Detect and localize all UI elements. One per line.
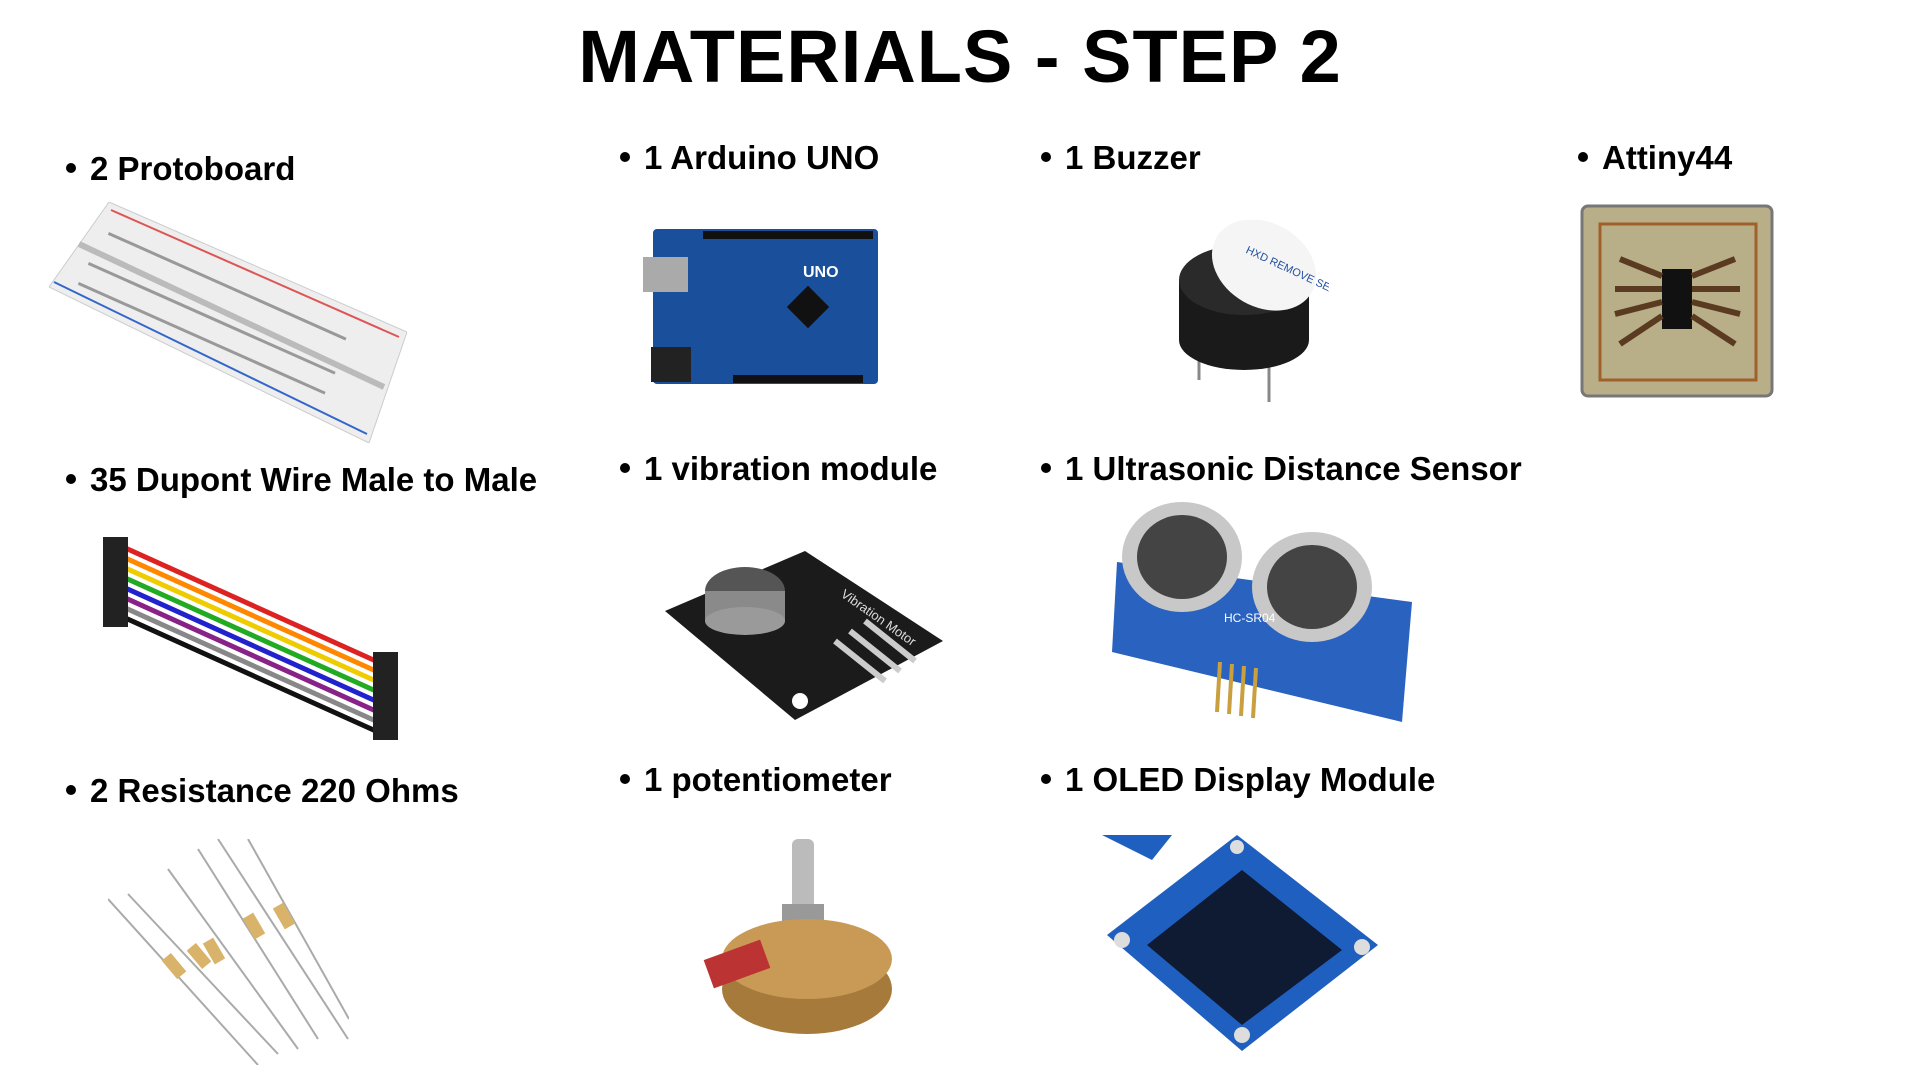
resistors-image bbox=[108, 839, 349, 1065]
bullet-icon bbox=[66, 163, 76, 174]
item-label: 1 OLED Display Module bbox=[1065, 761, 1436, 798]
arduino-label: UNO bbox=[803, 264, 839, 281]
item-oled: 1 OLED Display Module bbox=[1041, 760, 1435, 800]
bullet-icon bbox=[66, 785, 76, 796]
bullet-icon bbox=[620, 463, 630, 474]
item-resistance: 2 Resistance 220 Ohms bbox=[66, 771, 459, 811]
item-label: 2 Protoboard bbox=[90, 150, 296, 187]
item-label: Attiny44 bbox=[1602, 139, 1733, 176]
ultrasonic-label: HC-SR04 bbox=[1224, 611, 1276, 625]
item-label: 35 Dupont Wire Male to Male bbox=[90, 461, 538, 498]
item-protoboard: 2 Protoboard bbox=[66, 149, 295, 189]
item-dupont: 35 Dupont Wire Male to Male bbox=[66, 460, 537, 500]
arduino-uno-image: UNO bbox=[643, 227, 882, 389]
bullet-icon bbox=[1041, 463, 1051, 474]
item-label: 2 Resistance 220 Ohms bbox=[90, 772, 459, 809]
bullet-icon bbox=[620, 152, 630, 163]
oled-display-image bbox=[1102, 835, 1378, 1051]
attiny44-board-image bbox=[1580, 204, 1776, 398]
item-vibration: 1 vibration module bbox=[620, 449, 937, 489]
bullet-icon bbox=[620, 774, 630, 785]
bullet-icon bbox=[1041, 774, 1051, 785]
potentiometer-image bbox=[692, 839, 900, 1047]
item-label: 1 vibration module bbox=[644, 450, 938, 487]
item-label: 1 Ultrasonic Distance Sensor bbox=[1065, 450, 1522, 487]
bullet-icon bbox=[66, 474, 76, 485]
item-potentiometer: 1 potentiometer bbox=[620, 760, 892, 800]
bullet-icon bbox=[1041, 152, 1051, 163]
item-buzzer: 1 Buzzer bbox=[1041, 138, 1201, 178]
dupont-wires-image bbox=[98, 527, 404, 741]
page-title: MATERIALS - STEP 2 bbox=[578, 15, 1342, 98]
item-arduino: 1 Arduino UNO bbox=[620, 138, 879, 178]
item-ultrasonic: 1 Ultrasonic Distance Sensor bbox=[1041, 449, 1522, 489]
item-attiny: Attiny44 bbox=[1578, 138, 1732, 178]
vibration-module-image: Vibration Motor bbox=[655, 551, 943, 720]
item-label: 1 potentiometer bbox=[644, 761, 892, 798]
buzzer-image: HXD REMOVE SEAL AFTER WASHING bbox=[1169, 220, 1329, 402]
item-label: 1 Buzzer bbox=[1065, 139, 1201, 176]
breadboard-image bbox=[49, 202, 407, 443]
bullet-icon bbox=[1578, 152, 1588, 163]
item-label: 1 Arduino UNO bbox=[644, 139, 880, 176]
ultrasonic-sensor-image: HC-SR04 bbox=[1112, 502, 1439, 735]
